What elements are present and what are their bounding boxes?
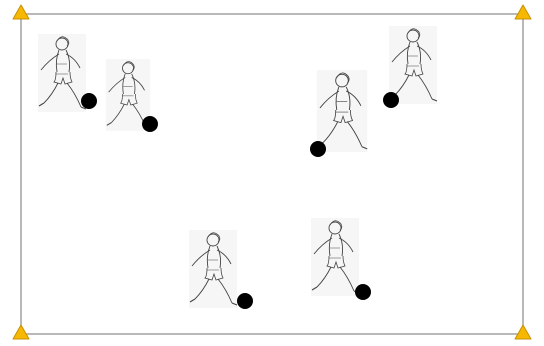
field-boundary	[21, 14, 523, 334]
cone-icon	[13, 5, 29, 19]
cone-icon	[515, 5, 531, 19]
cone-icon	[13, 325, 29, 339]
ball-icon	[310, 141, 326, 157]
soccer-player-icon	[389, 26, 437, 104]
players-layer	[38, 26, 437, 308]
soccer-player-icon	[311, 218, 359, 296]
ball-icon	[81, 93, 97, 109]
ball-icon	[355, 284, 371, 300]
cone-icon	[515, 325, 531, 339]
ball-icon	[142, 116, 158, 132]
ball-icon	[237, 293, 253, 309]
soccer-player-icon	[317, 70, 367, 152]
ball-icon	[383, 92, 399, 108]
cones-layer	[13, 5, 531, 339]
soccer-player-icon	[38, 34, 86, 112]
soccer-player-icon	[189, 230, 237, 308]
